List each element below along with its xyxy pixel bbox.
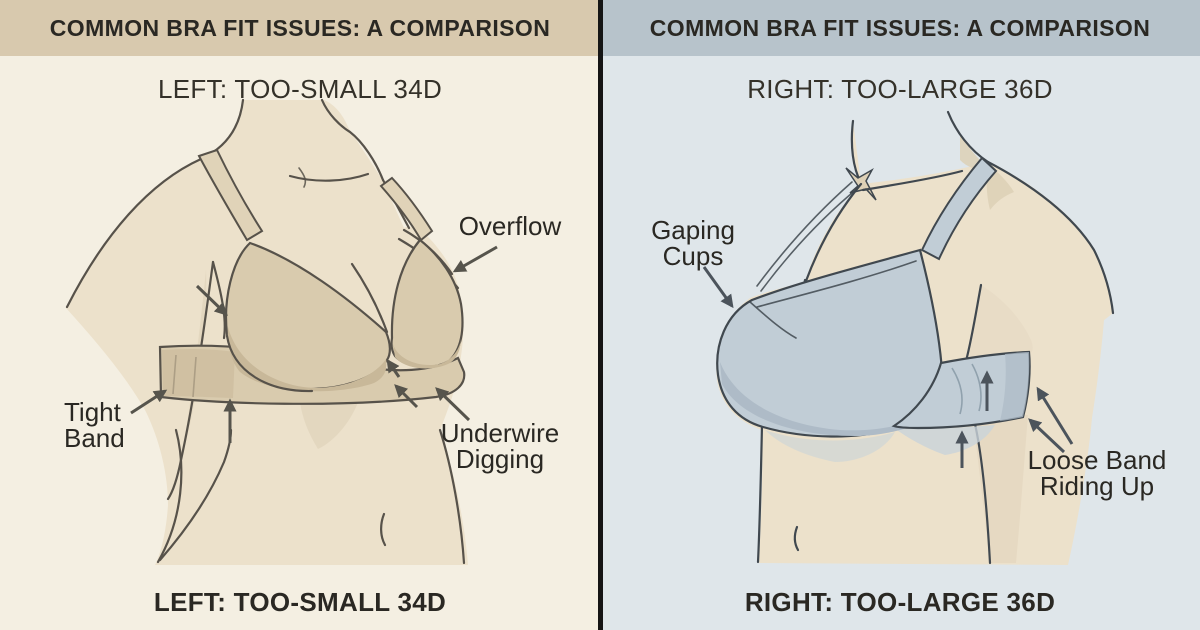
right-panel: COMMON BRA FIT ISSUES: A COMPARISON RIGH… [600, 0, 1200, 630]
left-underband-shadow [300, 397, 360, 449]
left-panel: COMMON BRA FIT ISSUES: A COMPARISON LEFT… [0, 0, 600, 630]
left-header-band: COMMON BRA FIT ISSUES: A COMPARISON [0, 0, 600, 56]
left-bra-strap-near [197, 148, 264, 242]
left-caption: LEFT: TOO-SMALL 34D [153, 587, 447, 617]
overflow-label: Overflow [458, 211, 562, 241]
left-subtitle: LEFT: TOO-SMALL 34D [157, 74, 443, 104]
right-subtitle: RIGHT: TOO-LARGE 36D [747, 74, 1053, 104]
left-bra-strap-far [379, 176, 434, 242]
gaping-cups-label: Gaping Cups [651, 215, 735, 271]
underwire-digging-label: Underwire Digging [440, 418, 560, 474]
left-title: COMMON BRA FIT ISSUES: A COMPARISON [49, 14, 551, 41]
too-small-bra-illustration [65, 98, 498, 565]
right-title: COMMON BRA FIT ISSUES: A COMPARISON [649, 14, 1151, 41]
right-forearm [972, 410, 1028, 563]
tight-band-label: Tight Band [64, 397, 125, 453]
loose-band-label: Loose Band Riding Up [1027, 445, 1167, 501]
right-header-band: COMMON BRA FIT ISSUES: A COMPARISON [600, 0, 1200, 56]
right-caption: RIGHT: TOO-LARGE 36D [744, 587, 1056, 617]
right-armpit-bulge [967, 285, 1033, 361]
too-large-bra-illustration [702, 110, 1115, 565]
panel-divider [598, 0, 603, 630]
right-bra-strap [920, 156, 998, 261]
